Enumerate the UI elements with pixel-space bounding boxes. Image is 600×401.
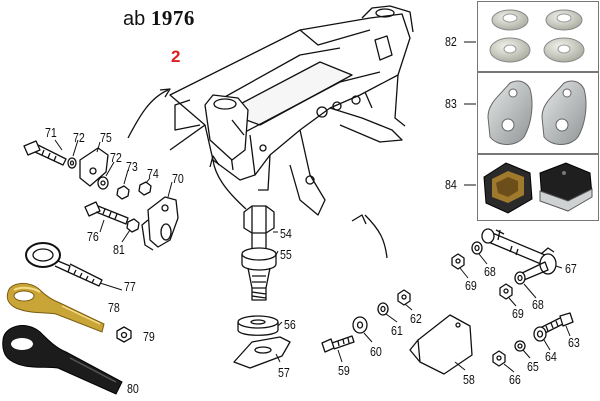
label-74: 74 — [147, 166, 159, 181]
washer-60 — [352, 316, 368, 334]
towing-eye-brass-78 — [6, 283, 105, 333]
photo-box-82 — [477, 1, 599, 72]
nut-62 — [397, 289, 411, 306]
cover-plate-58 — [417, 314, 473, 375]
screw-59 — [321, 335, 355, 353]
washer-64 — [533, 326, 547, 342]
washer-set-photo — [489, 9, 585, 63]
label-78: 78 — [108, 300, 120, 315]
label-56: 56 — [284, 317, 296, 332]
photo-box-84 — [477, 154, 599, 221]
washer-68a — [471, 241, 483, 255]
label-75: 75 — [100, 130, 112, 145]
label-64: 64 — [545, 349, 557, 364]
label-80: 80 — [127, 381, 139, 396]
label-61: 61 — [391, 323, 403, 338]
label-84: 84 — [445, 177, 457, 192]
label-54: 54 — [280, 226, 292, 241]
pointer-arrow — [364, 214, 388, 259]
bracket-70 — [147, 196, 179, 248]
washer-72b — [97, 176, 109, 190]
pointer-arrow — [127, 89, 169, 139]
label-82: 82 — [445, 34, 457, 49]
label-76: 76 — [87, 229, 99, 244]
section-number: 2 — [171, 47, 181, 66]
label-70: 70 — [172, 171, 184, 186]
bolt-76 — [84, 201, 129, 225]
label-67: 67 — [565, 261, 577, 276]
bolt-stack-54-57 — [233, 205, 291, 369]
nut-81 — [126, 218, 140, 233]
photo-box-83 — [477, 72, 599, 154]
label-55: 55 — [280, 247, 292, 262]
label-57: 57 — [278, 365, 290, 380]
label-68a: 68 — [484, 264, 496, 279]
title-year: 1976 — [150, 6, 195, 30]
label-77: 77 — [124, 279, 136, 294]
arrow-head — [209, 155, 220, 168]
label-60: 60 — [370, 344, 382, 359]
arrow-head — [351, 214, 367, 225]
label-81: 81 — [113, 242, 125, 257]
label-68b: 68 — [532, 297, 544, 312]
diagram-title: ab 1976 — [123, 6, 195, 31]
shaft-67 — [481, 228, 557, 281]
label-72b: 72 — [110, 150, 122, 165]
towing-eye-black-80 — [2, 325, 123, 395]
label-72a: 72 — [73, 130, 85, 145]
label-69b: 69 — [512, 306, 524, 321]
label-65: 65 — [527, 359, 539, 374]
label-63: 63 — [568, 335, 580, 350]
nut-79 — [116, 326, 132, 343]
lock-washer-65 — [514, 340, 526, 352]
rubber-mount-set-photo — [483, 162, 593, 214]
bolt-71 — [23, 140, 67, 166]
lock-washer-61 — [377, 302, 389, 316]
label-83: 83 — [445, 96, 457, 111]
label-71: 71 — [45, 125, 57, 140]
pointer-arrow — [212, 159, 247, 210]
leader-lines — [54, 41, 571, 373]
mount-plate-set-photo — [487, 80, 587, 145]
label-58: 58 — [463, 372, 475, 387]
label-59: 59 — [338, 363, 350, 378]
label-66: 66 — [509, 372, 521, 387]
label-62: 62 — [410, 311, 422, 326]
nut-69b — [499, 283, 513, 300]
nut-66 — [492, 350, 506, 367]
frame-subframe — [169, 5, 414, 216]
washer-68b — [514, 271, 526, 285]
title-prefix: ab — [123, 8, 146, 30]
washer-72 — [67, 157, 77, 169]
label-79: 79 — [143, 329, 155, 344]
arrow-head — [159, 88, 171, 98]
label-73: 73 — [126, 159, 138, 174]
nut-69a — [451, 253, 465, 270]
towing-eye-77 — [25, 242, 103, 287]
nut-74 — [138, 181, 152, 196]
nut-73 — [116, 185, 130, 200]
label-69a: 69 — [465, 278, 477, 293]
